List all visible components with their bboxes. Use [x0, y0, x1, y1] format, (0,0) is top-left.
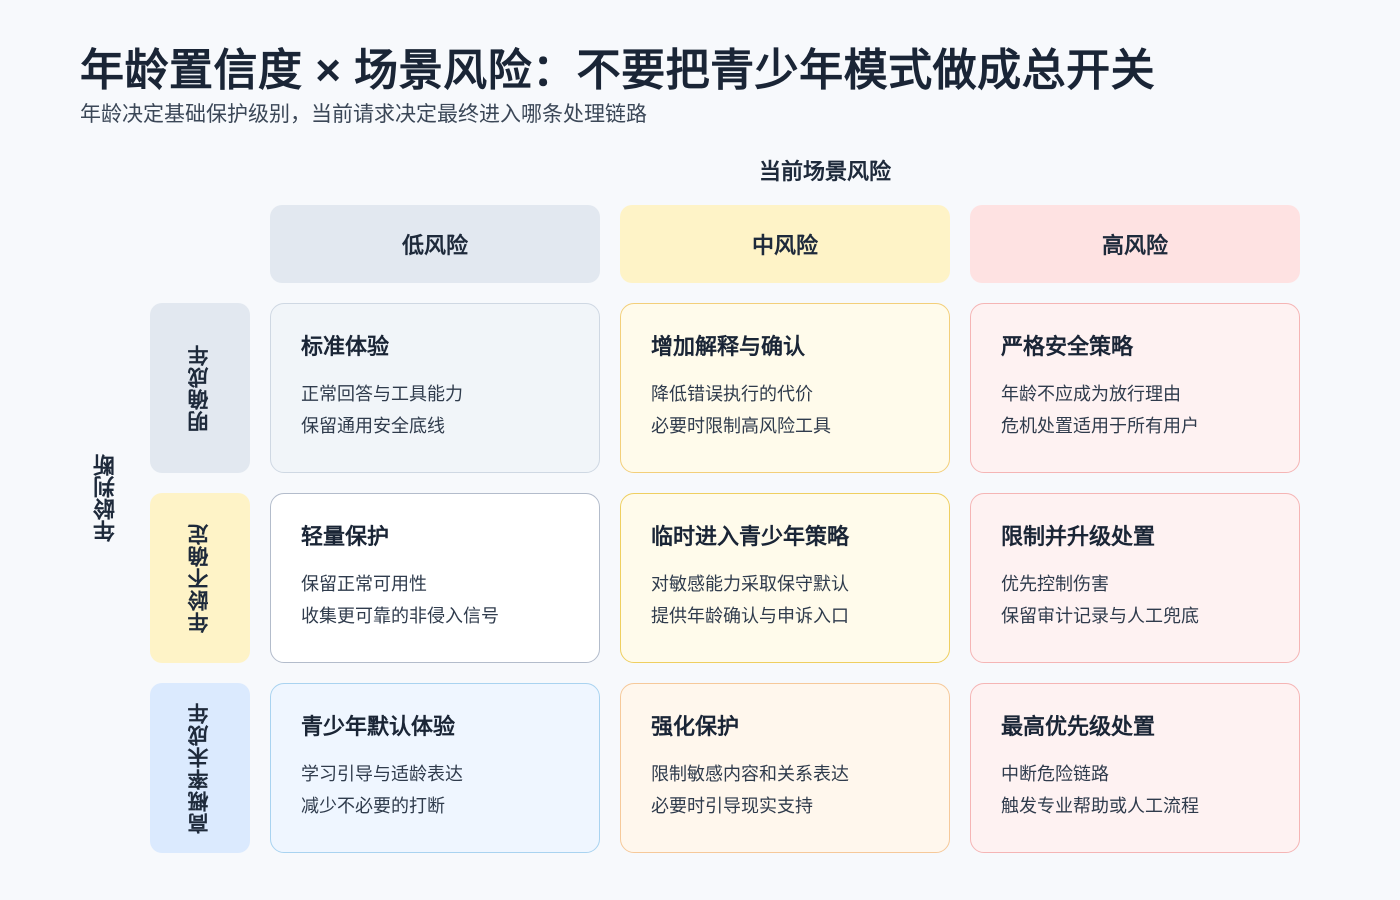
cell-title: 最高优先级处置	[1001, 714, 1156, 739]
matrix-cell-adult-low: 标准体验 正常回答与工具能力 保留通用安全底线	[270, 303, 600, 473]
matrix-cell-adult-medium: 增加解释与确认 降低错误执行的代价 必要时限制高风险工具	[620, 303, 950, 473]
cell-line: 正常回答与工具能力	[301, 384, 463, 404]
row-header-age-uncertain-label: 年龄不确定	[188, 523, 211, 633]
cell-line: 提供年龄确认与申诉入口	[651, 606, 849, 626]
column-axis-label: 当前场景风险	[758, 159, 891, 184]
cell-title: 临时进入青少年策略	[651, 524, 850, 549]
column-header-medium-risk: 中风险	[620, 205, 950, 283]
matrix-cell-uncertain-low: 轻量保护 保留正常可用性 收集更可靠的非侵入信号	[270, 493, 600, 663]
row-header-likely-minor: 高概率未成年	[150, 683, 250, 853]
cell-title: 标准体验	[301, 334, 390, 359]
matrix-cell-uncertain-high: 限制并升级处置 优先控制伤害 保留审计记录与人工兜底	[970, 493, 1300, 663]
cell-line: 触发专业帮助或人工流程	[1001, 796, 1199, 816]
cell-line: 年龄不应成为放行理由	[1001, 384, 1181, 404]
row-header-adult: 明确成年	[150, 303, 250, 473]
cell-line: 减少不必要的打断	[301, 796, 445, 816]
matrix-cell-uncertain-medium: 临时进入青少年策略 对敏感能力采取保守默认 提供年龄确认与申诉入口	[620, 493, 950, 663]
cell-title: 轻量保护	[301, 524, 390, 549]
cell-line: 危机处置适用于所有用户	[1001, 416, 1199, 436]
cell-line: 对敏感能力采取保守默认	[651, 574, 849, 594]
cell-line: 保留审计记录与人工兜底	[1001, 606, 1199, 626]
cell-line: 保留正常可用性	[301, 574, 427, 594]
matrix-cell-minor-high: 最高优先级处置 中断危险链路 触发专业帮助或人工流程	[970, 683, 1300, 853]
column-header-low-risk: 低风险	[270, 205, 600, 283]
page-subtitle: 年龄决定基础保护级别，当前请求决定最终进入哪条处理链路	[80, 103, 647, 126]
column-header-high-risk: 高风险	[970, 205, 1300, 283]
matrix-cell-minor-medium: 强化保护 限制敏感内容和关系表达 必要时引导现实支持	[620, 683, 950, 853]
cell-line: 保留通用安全底线	[301, 416, 445, 436]
cell-line: 必要时限制高风险工具	[651, 416, 831, 436]
cell-title: 强化保护	[651, 714, 740, 739]
page-title: 年龄置信度 × 场景风险：不要把青少年模式做成总开关	[80, 46, 1156, 95]
cell-line: 降低错误执行的代价	[651, 384, 813, 404]
matrix-cell-minor-low: 青少年默认体验 学习引导与适龄表达 减少不必要的打断	[270, 683, 600, 853]
row-header-likely-minor-label: 高概率未成年	[188, 702, 211, 834]
cell-line: 限制敏感内容和关系表达	[651, 764, 849, 784]
row-header-adult-label: 明确成年	[188, 344, 211, 432]
row-axis-label: 年龄判断	[93, 454, 118, 542]
cell-title: 增加解释与确认	[651, 334, 806, 359]
cell-title: 青少年默认体验	[301, 714, 456, 739]
cell-line: 优先控制伤害	[1001, 574, 1109, 594]
cell-line: 收集更可靠的非侵入信号	[301, 606, 499, 626]
row-header-age-uncertain: 年龄不确定	[150, 493, 250, 663]
cell-title: 限制并升级处置	[1001, 524, 1156, 549]
cell-line: 中断危险链路	[1001, 764, 1109, 784]
cell-line: 学习引导与适龄表达	[301, 764, 463, 784]
matrix-cell-adult-high: 严格安全策略 年龄不应成为放行理由 危机处置适用于所有用户	[970, 303, 1300, 473]
cell-line: 必要时引导现实支持	[651, 796, 813, 816]
cell-title: 严格安全策略	[1001, 334, 1134, 359]
